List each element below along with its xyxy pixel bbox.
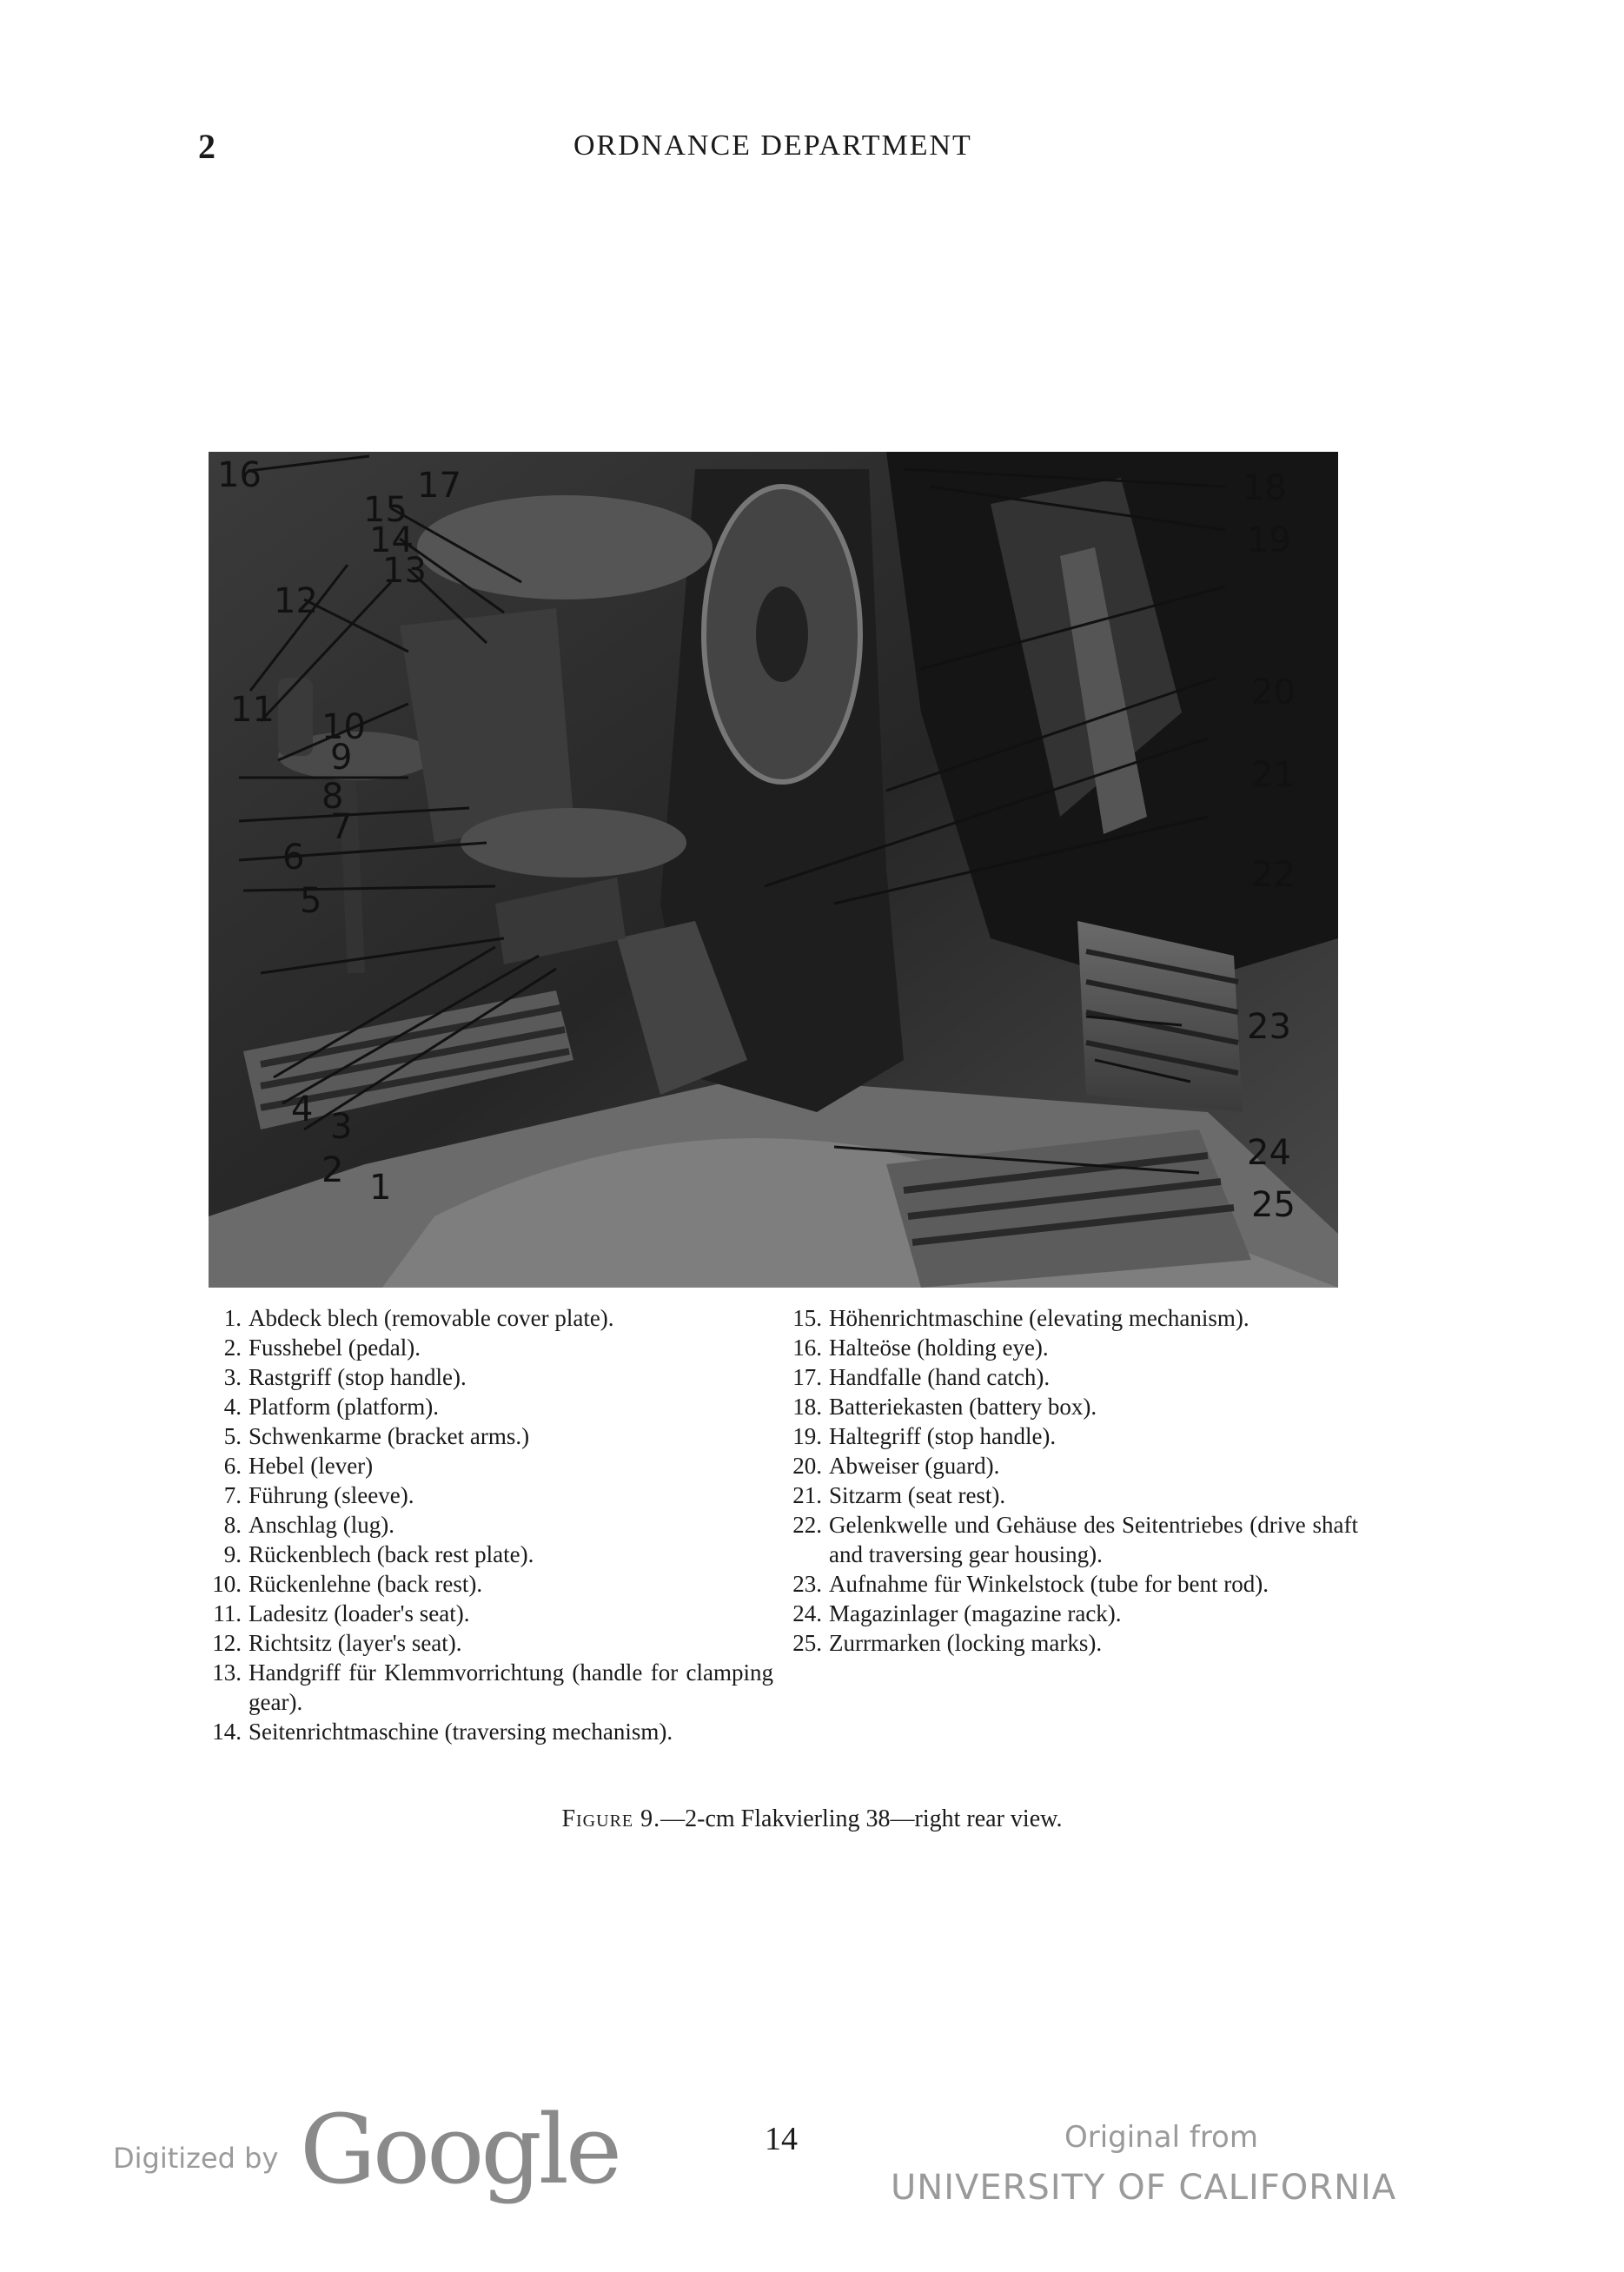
cover-housing — [417, 495, 713, 599]
pedal — [617, 921, 747, 1095]
footer-page-number: 14 — [765, 2121, 798, 2157]
callout-11: 11 — [230, 690, 275, 730]
legend-entry: 3.Rastgriff (stop handle). — [223, 1364, 467, 1390]
digitized-by-text: Digitized by — [113, 2142, 279, 2175]
callout-16: 16 — [217, 455, 262, 495]
callout-18: 18 — [1243, 468, 1287, 508]
legend-column-right: 15.Höhenrichtmaschine (elevating mechani… — [789, 1303, 1358, 1658]
callout-21: 21 — [1251, 755, 1296, 795]
original-from-text: Original from — [1064, 2120, 1258, 2155]
callout-13: 13 — [382, 551, 427, 591]
legend-entry: 9.Rückenblech (back rest plate). — [223, 1541, 534, 1567]
callout-25: 25 — [1251, 1185, 1296, 1225]
callout-10: 10 — [321, 707, 366, 747]
legend-entry: 2.Fusshebel (pedal). — [223, 1335, 421, 1361]
callout-8: 8 — [321, 777, 343, 817]
callout-9: 9 — [330, 738, 352, 778]
page-header: 2 ORDNANCE DEPARTMENT — [0, 117, 1624, 169]
legend-entry: 7.Führung (sleeve). — [223, 1482, 414, 1508]
callout-1: 1 — [369, 1168, 391, 1208]
legend-entry: 11.Ladesitz (loader's seat). — [213, 1600, 470, 1626]
university-text: UNIVERSITY OF CALIFORNIA — [891, 2168, 1397, 2208]
callout-19: 19 — [1247, 520, 1291, 560]
callout-22: 22 — [1251, 855, 1296, 895]
callout-15: 15 — [363, 490, 408, 530]
legend-column-left: 1.Abdeck blech (removable cover plate). … — [209, 1303, 773, 1746]
running-head: ORDNANCE DEPARTMENT — [573, 129, 972, 162]
callout-12: 12 — [274, 581, 318, 621]
legend-entry: 1.Abdeck blech (removable cover plate). — [223, 1305, 614, 1331]
layers-seat — [461, 808, 686, 878]
figure-illustration: 16 17 15 14 13 12 11 10 9 8 7 6 5 4 3 2 … — [209, 452, 1338, 1288]
callout-7: 7 — [330, 807, 352, 847]
callout-17: 17 — [417, 466, 461, 506]
legend-entry: 25.Zurrmarken (locking marks). — [792, 1630, 1103, 1656]
legend-entry: 4.Platform (platform). — [223, 1394, 439, 1420]
callout-23: 23 — [1247, 1007, 1291, 1047]
callout-6: 6 — [282, 838, 304, 878]
figure-label: Figure 9. — [561, 1805, 661, 1832]
legend-entry: 24.Magazinlager (magazine rack). — [792, 1600, 1122, 1626]
callout-3: 3 — [330, 1107, 352, 1147]
callout-20: 20 — [1251, 672, 1296, 712]
callout-4: 4 — [291, 1090, 313, 1129]
legend-entry: 21.Sitzarm (seat rest). — [792, 1482, 1006, 1508]
callout-24: 24 — [1247, 1133, 1291, 1173]
figure-caption: Figure 9.—2-cm Flakvierling 38—right rea… — [0, 1805, 1624, 1833]
callout-2: 2 — [321, 1150, 343, 1190]
google-logo: Google — [300, 2094, 622, 2205]
legend-entry: 12.Richtsitz (layer's seat). — [212, 1630, 462, 1656]
legend-entry: 15.Höhenrichtmaschine (elevating mechani… — [792, 1305, 1249, 1331]
figure-photo: 16 17 15 14 13 12 11 10 9 8 7 6 5 4 3 2 … — [209, 452, 1338, 1288]
legend-entry: 8.Anschlag (lug). — [223, 1512, 394, 1538]
legend-entry: 22.Gelenkwelle und Gehäuse des Seitentri… — [792, 1512, 1358, 1567]
legend-entry: 14.Seitenrichtmaschine (traversing mecha… — [212, 1719, 673, 1745]
legend-entry: 13.Handgriff für Klemmvorrichtung (handl… — [212, 1659, 773, 1715]
legend-entry: 6.Hebel (lever) — [223, 1453, 374, 1479]
legend-entry: 10.Rückenlehne (back rest). — [212, 1571, 483, 1597]
caption-text: —2-cm Flakvierling 38—right rear view. — [660, 1805, 1063, 1832]
layers-seat-back — [400, 608, 573, 843]
legend-entry: 23.Aufnahme für Winkelstock (tube for be… — [792, 1571, 1269, 1597]
legend-entry: 20.Abweiser (guard). — [792, 1453, 1000, 1479]
page-number: 2 — [198, 127, 215, 166]
legend-entry: 18.Batteriekasten (battery box). — [792, 1394, 1097, 1420]
legend-entry: 16.Halteöse (holding eye). — [792, 1335, 1049, 1361]
leader-lines — [238, 454, 1226, 1175]
legend-entry: 5.Schwenkarme (bracket arms.) — [223, 1423, 530, 1449]
callout-5: 5 — [300, 881, 321, 921]
legend-entry: 19.Haltegriff (stop handle). — [792, 1423, 1057, 1449]
legend-entry: 17.Handfalle (hand catch). — [792, 1364, 1051, 1390]
callout-14: 14 — [369, 520, 414, 560]
